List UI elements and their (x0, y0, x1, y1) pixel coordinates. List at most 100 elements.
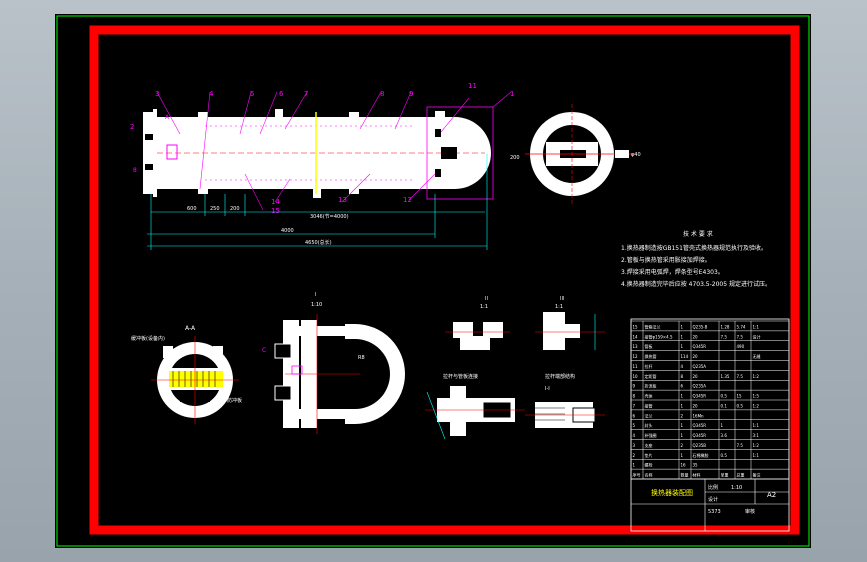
part-no-14: 14 (271, 198, 280, 206)
bom-cell: 接管φ159×4.5 (645, 333, 673, 339)
bom-cell: 3.6 (721, 433, 728, 438)
part-no-12: 12 (403, 196, 412, 204)
tech-requirements: 技 术 要 求 1.换热器制造按GB151管壳式换热器规范执行及验收。 2.管板… (621, 230, 771, 288)
part-no-9: 9 (409, 90, 413, 98)
bom-cell: 补强圈 (645, 432, 657, 438)
detail-v-scale: I-I (545, 386, 550, 392)
bom-header: 备注 (753, 472, 761, 478)
bom-cell: 定距管 (645, 373, 657, 379)
drawing-canvas[interactable]: 3 4 5 6 7 8 9 11 1 2 14 15 13 12 A 8 600… (55, 14, 811, 548)
tech-req-line-2: 2.管板与换热管采用胀接加焊接。 (621, 256, 711, 264)
bom-cell: 20 (693, 374, 699, 379)
bom-cell: 114 (681, 354, 689, 359)
bom-cell: 1 (681, 334, 684, 339)
date-value: 5373 (708, 509, 721, 515)
bom-cell: 接管 (645, 402, 653, 408)
sheet-size: A2 (767, 491, 776, 499)
bom-header: 总重 (737, 472, 745, 478)
end-view-dim-right: φ40 (631, 152, 641, 158)
bom-cell: 1 (681, 394, 684, 399)
bom-cell: 11 (633, 364, 639, 369)
bom-cell: 1:2 (753, 403, 760, 408)
detail-i-label: I (315, 292, 316, 298)
section-mark-a: A (165, 114, 170, 121)
bom-cell: 14 (633, 334, 639, 339)
bom-cell: 7.5 (737, 334, 744, 339)
dim-250: 250 (210, 206, 220, 212)
bom-cell: 封头 (645, 422, 653, 428)
bom-cell: 20 (693, 354, 699, 359)
dim-200: 200 (230, 206, 240, 212)
bom-cell: 法兰 (645, 412, 653, 418)
bom-cell: Q235A (693, 364, 707, 369)
detail-i-mark-r: R8 (358, 355, 365, 361)
detail-ii: II 1:1 (445, 296, 510, 350)
bom-header: 数量 (681, 472, 689, 478)
bom-cell: 支座 (645, 442, 653, 448)
detail-ii-scale: 1:1 (480, 304, 488, 310)
bom-cell: 1 (721, 423, 724, 428)
detail-iii-label: III (560, 296, 564, 302)
bom-cell: Q345R (693, 394, 707, 399)
bom-cell: 3 (633, 443, 636, 448)
scale-label: 比例 (708, 484, 718, 491)
bom-cell: 1 (681, 324, 684, 329)
bom-cell: 1 (681, 453, 684, 458)
bom-cell: 换热管 (645, 353, 657, 359)
bom-header: 单重 (721, 472, 729, 478)
dim-overall: 4650(总长) (305, 239, 332, 246)
part-no-4: 4 (209, 90, 214, 98)
bom-cell: 15 (737, 394, 743, 399)
bom-cell: 管板 (645, 343, 653, 349)
bom-cell: 6 (633, 413, 636, 418)
detail-i-scale: 1:10 (311, 302, 322, 308)
bom-cell: 15 (633, 324, 639, 329)
part-no-11: 11 (468, 82, 477, 90)
cad-viewport[interactable]: 3 4 5 6 7 8 9 11 1 2 14 15 13 12 A 8 600… (55, 14, 811, 548)
bom-cell: 7.5 (737, 374, 744, 379)
bom-cell: 拉杆 (645, 363, 653, 369)
drawing-border (89, 25, 800, 535)
detail-i-mark-c: C (262, 347, 266, 354)
bom-cell: 35 (693, 463, 699, 468)
dim-4000: 4000 (281, 228, 294, 234)
bom-cell: 7.5 (721, 334, 728, 339)
bom-cell: 螺栓 (645, 462, 653, 468)
checked-by-label: 审核 (745, 508, 755, 515)
bom-cell: 0.1 (721, 403, 728, 408)
bom-cell: 5 (633, 423, 636, 428)
scale-value: 1:10 (731, 485, 742, 491)
bom-cell: 6 (681, 384, 684, 389)
bom-header: 材料 (693, 472, 701, 478)
bom-cell: Q345R (693, 423, 707, 428)
end-view-dim-left: 200 (510, 155, 520, 161)
bom-cell: 16 (681, 463, 687, 468)
tech-req-line-1: 1.换热器制造按GB151管壳式换热器规范执行及验收。 (621, 244, 767, 252)
bom-cell: 1 (633, 463, 636, 468)
section-aa-note2: 防冲板 (227, 397, 242, 404)
right-head (429, 117, 491, 189)
part-no-8: 8 (380, 90, 384, 98)
left-flange (143, 112, 155, 194)
bom-header: 序号 (633, 472, 641, 478)
bom-cell: 0.5 (737, 403, 744, 408)
detail-v: 拉杆端部结构 I-I (525, 373, 605, 428)
bom-cell: 490 (737, 344, 745, 349)
bom-cell: 1:2 (753, 374, 760, 379)
bom-cell: 8 (681, 374, 684, 379)
part-no-1: 1 (510, 90, 514, 98)
drawn-by-label: 设计 (708, 496, 718, 503)
part-no-6: 6 (279, 90, 284, 98)
part-no-13: 13 (338, 196, 347, 204)
detail-iii: III 1:1 (535, 296, 605, 350)
bom-cell: 2 (681, 413, 684, 418)
bom-cell: 0.5 (721, 453, 728, 458)
bom-cell: 16Mn (693, 413, 705, 418)
bom-cell: 1:5 (753, 394, 760, 399)
bom-cell: 1:1 (753, 324, 760, 329)
part-no-7: 7 (304, 90, 308, 98)
dim-600: 600 (187, 206, 197, 212)
bom-cell: 1.35 (721, 374, 730, 379)
bom-cell: 7.5 (737, 443, 744, 448)
